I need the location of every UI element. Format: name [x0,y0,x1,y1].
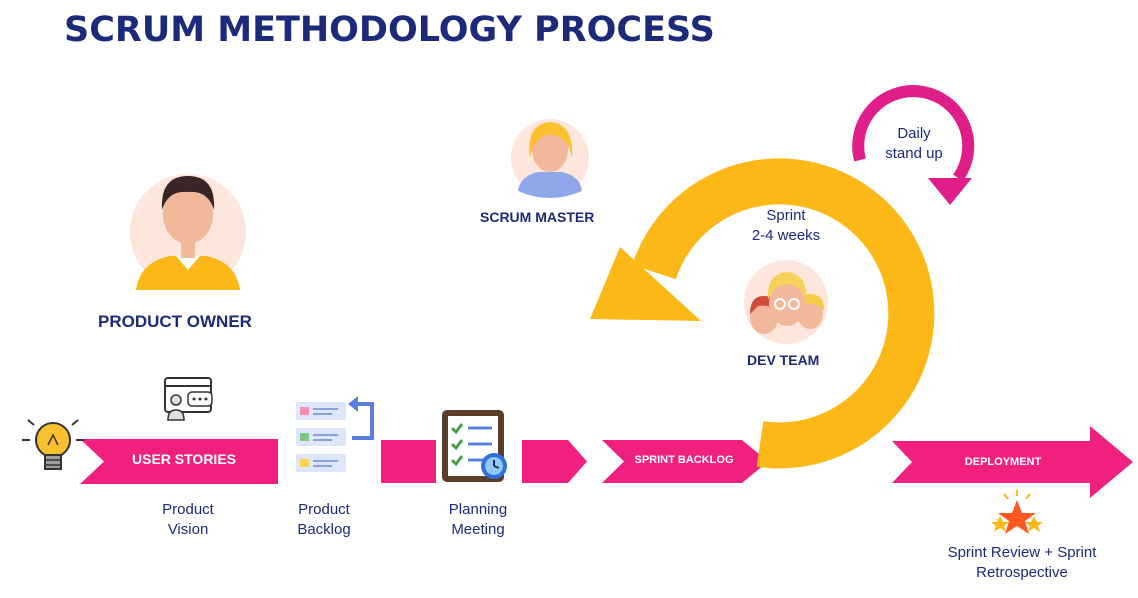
sprint-cycle-arrow [632,158,935,469]
lightbulb-icon [22,419,84,470]
deployment-label: DEPLOYMENT [964,456,1042,468]
product-owner-label: PRODUCT OWNER [98,312,252,331]
connector-segment-2 [522,440,587,483]
planning-meeting-icon [442,410,507,482]
deployment-arrow [892,426,1133,498]
dev-team-avatar [744,260,828,344]
page-title: SCRUM METHODOLOGY PROCESS [64,10,715,50]
scrum-master-label: SCRUM MASTER [480,209,595,225]
user-stories-band [80,439,278,484]
dev-team-label: DEV TEAM [747,352,820,368]
scrum-master-avatar [511,119,589,198]
sprint-cycle-arrowhead [590,247,701,321]
daily-standup-arrowhead [928,178,972,205]
product-backlog-icon [296,396,374,472]
daily-standup-arrow [852,85,975,182]
stars-icon [991,490,1043,534]
product-owner-avatar [130,174,246,290]
user-stories-label: USER STORIES [132,451,236,467]
sprint-backlog-band [602,440,768,483]
user-stories-icon [164,377,213,421]
connector-segment-1 [381,440,436,483]
sprint-backlog-label: SPRINT BACKLOG [634,454,734,466]
